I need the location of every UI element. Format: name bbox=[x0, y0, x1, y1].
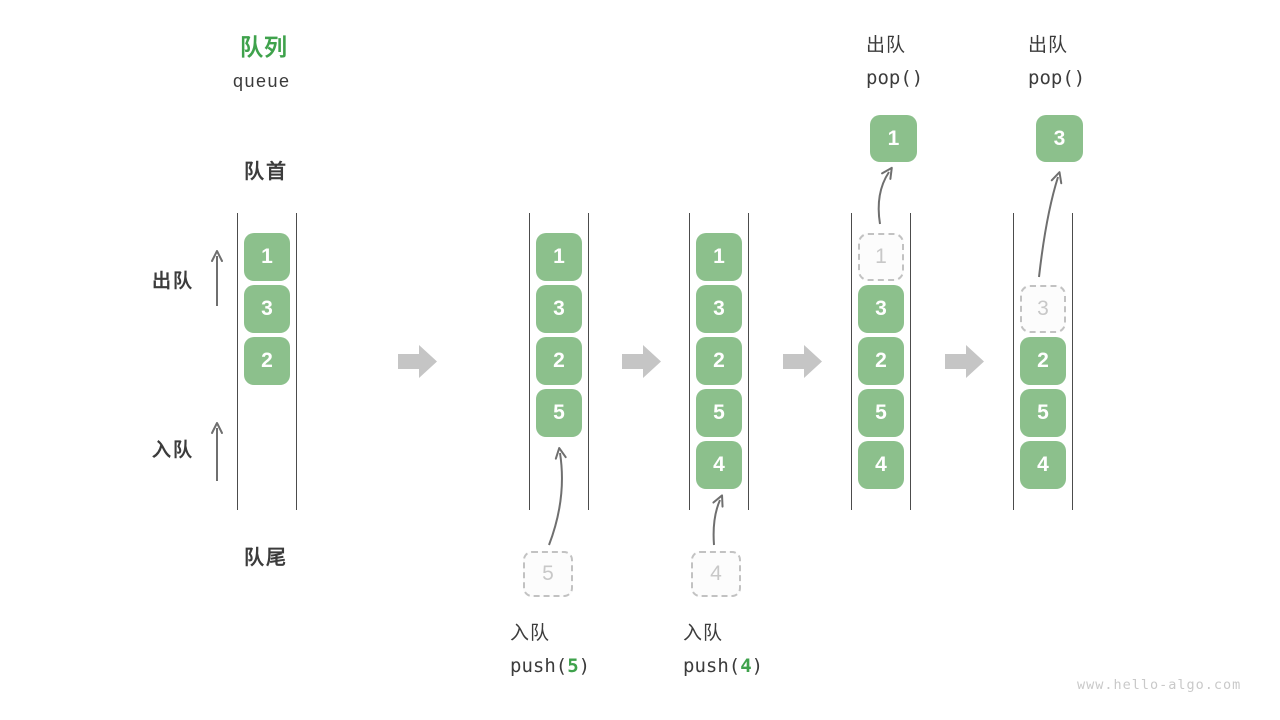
queue-front-label: 队首 bbox=[244, 161, 288, 183]
queue-column-1 bbox=[237, 213, 297, 510]
popped-value-box: 1 bbox=[870, 115, 917, 162]
queue-cell: 2 bbox=[696, 337, 742, 385]
queue-cell-dashed: 3 bbox=[1020, 285, 1066, 333]
queue-cell: 2 bbox=[1020, 337, 1066, 385]
op-code-label: pop() bbox=[1028, 67, 1086, 89]
queue-cell: 2 bbox=[536, 337, 582, 385]
queue-cell: 3 bbox=[244, 285, 290, 333]
op-name-label: 出队 bbox=[866, 35, 907, 56]
popped-value-box: 3 bbox=[1036, 115, 1083, 162]
op-label-push: 入队 push(4) bbox=[683, 618, 763, 677]
queue-cell: 1 bbox=[536, 233, 582, 281]
queue-cell: 5 bbox=[858, 389, 904, 437]
op-label-pop: 出队 pop() bbox=[1028, 30, 1085, 89]
queue-cell: 3 bbox=[536, 285, 582, 333]
diagram-title-en: queue bbox=[233, 71, 291, 91]
stage-arrow-icon bbox=[622, 345, 661, 378]
queue-cell: 1 bbox=[244, 233, 290, 281]
queue-cell: 2 bbox=[244, 337, 290, 385]
watermark: www.hello-algo.com bbox=[1077, 677, 1242, 693]
dequeue-side-label: 出队 bbox=[152, 271, 195, 292]
queue-column-2 bbox=[529, 213, 589, 510]
queue-column-5 bbox=[1013, 213, 1073, 510]
stage-arrow-icon bbox=[398, 345, 437, 378]
queue-cell: 3 bbox=[858, 285, 904, 333]
queue-column-3 bbox=[689, 213, 749, 510]
stage-arrow-icon bbox=[945, 345, 984, 378]
queue-cell: 5 bbox=[536, 389, 582, 437]
op-code-label: push(5) bbox=[510, 655, 591, 677]
staging-value-box: 5 bbox=[523, 551, 573, 597]
op-label-push: 入队 push(5) bbox=[510, 618, 590, 677]
queue-cell: 5 bbox=[696, 389, 742, 437]
queue-rear-label: 队尾 bbox=[244, 547, 288, 569]
op-code-label: push(4) bbox=[683, 655, 764, 677]
queue-column-4 bbox=[851, 213, 911, 510]
stage-arrow-icon bbox=[783, 345, 822, 378]
staging-value-box: 4 bbox=[691, 551, 741, 597]
op-code-label: pop() bbox=[866, 67, 924, 89]
op-label-pop: 出队 pop() bbox=[866, 30, 923, 89]
queue-cell: 4 bbox=[858, 441, 904, 489]
op-name-label: 出队 bbox=[1028, 35, 1069, 56]
queue-cell: 1 bbox=[696, 233, 742, 281]
queue-cell: 5 bbox=[1020, 389, 1066, 437]
op-name-label: 入队 bbox=[510, 623, 551, 644]
enqueue-side-label: 入队 bbox=[152, 440, 195, 461]
queue-cell: 4 bbox=[696, 441, 742, 489]
diagram-title-zh: 队列 bbox=[240, 34, 288, 60]
queue-cell-dashed: 1 bbox=[858, 233, 904, 281]
queue-cell: 4 bbox=[1020, 441, 1066, 489]
queue-cell: 3 bbox=[696, 285, 742, 333]
queue-cell: 2 bbox=[858, 337, 904, 385]
op-name-label: 入队 bbox=[683, 623, 724, 644]
